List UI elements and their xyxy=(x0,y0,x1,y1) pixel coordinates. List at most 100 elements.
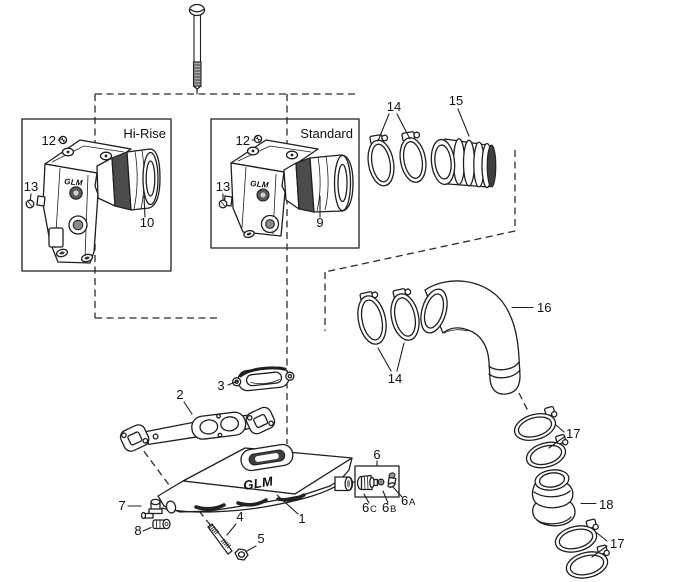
leader-line xyxy=(382,490,389,504)
callout-label: 6 xyxy=(373,447,380,462)
hirise-box-title: Hi-Rise xyxy=(123,126,166,141)
casting-window xyxy=(48,227,64,248)
hose-clamp-17b xyxy=(525,433,569,469)
bolt-tip xyxy=(192,85,202,90)
bolt-head xyxy=(188,3,206,17)
leader-line xyxy=(227,380,239,386)
callout-14-mid: 14 xyxy=(377,342,405,386)
callout-5: 5 xyxy=(246,531,265,552)
brand-logo: GLM xyxy=(250,179,269,190)
drain-fitting-7 xyxy=(140,498,163,520)
leader-line xyxy=(377,342,405,372)
callout-16: 16 xyxy=(511,300,551,315)
plug-8 xyxy=(152,518,171,530)
callout-label: 14 xyxy=(387,99,401,114)
callout-label: 5 xyxy=(257,531,264,546)
callout-label: 8 xyxy=(134,523,141,538)
callout-17-top: 17 xyxy=(548,424,580,449)
dashed-line xyxy=(518,392,529,412)
fitting-kit-6 xyxy=(354,465,400,498)
callout-label: 12 xyxy=(236,133,250,148)
hose-clamp-14a xyxy=(367,134,395,187)
callout-label: 3 xyxy=(217,378,224,393)
callout-label: 18 xyxy=(599,497,613,512)
callout-3: 3 xyxy=(217,378,239,393)
callout-label: 17 xyxy=(610,536,624,551)
leader-line xyxy=(591,532,608,558)
callout-6a: 6 A xyxy=(392,486,416,508)
callout-17-bottom: 17 xyxy=(591,532,624,558)
callout-label: 14 xyxy=(388,371,402,386)
leader-line xyxy=(392,486,403,498)
leader-line xyxy=(183,401,193,415)
callout-label: 9 xyxy=(316,215,323,230)
leader-line xyxy=(143,195,146,218)
hose-clamp-17a xyxy=(513,405,558,441)
callout-sub-label: C xyxy=(370,504,377,515)
thread-hatching xyxy=(193,64,201,84)
callout-label: 12 xyxy=(42,133,56,148)
hose-clamp-17c xyxy=(554,518,599,553)
callout-sub-label: B xyxy=(390,504,396,515)
leader-line xyxy=(29,193,32,201)
leader-line xyxy=(142,526,152,532)
callout-label: 15 xyxy=(449,93,463,108)
leader-line xyxy=(246,545,257,552)
callout-6b: 6 B xyxy=(382,490,396,515)
bellows-hose-18 xyxy=(531,469,576,527)
callout-15: 15 xyxy=(449,93,470,137)
dashed-line xyxy=(198,510,213,528)
callout-label: 17 xyxy=(566,426,580,441)
riser-mount-boss xyxy=(240,443,294,472)
hose-clamp-14c xyxy=(357,291,387,345)
callout-2: 2 xyxy=(176,387,193,415)
nut-5 xyxy=(234,548,249,561)
callout-13-hirise: 13 xyxy=(24,179,38,201)
hirise-elbow-illustration: GLM xyxy=(25,135,161,264)
standard-elbow-illustration: GLM xyxy=(218,134,354,239)
hose-clamp-14b xyxy=(399,131,427,183)
hose-clamp-17d xyxy=(565,544,610,579)
callout-12-standard: 12 xyxy=(236,133,256,148)
leader-line xyxy=(548,424,565,449)
callout-13-standard: 13 xyxy=(216,179,230,201)
exhaust-elbow-16 xyxy=(420,280,521,395)
manifold-bottom-lip xyxy=(161,482,342,513)
bolt-shaft xyxy=(193,11,202,63)
callout-14-top: 14 xyxy=(377,99,411,142)
callout-label: 6 xyxy=(362,500,369,515)
callout-label: 10 xyxy=(140,215,154,230)
leader-line xyxy=(276,494,299,515)
callout-6c: 6 C xyxy=(362,493,377,515)
riser-gasket-3 xyxy=(231,366,295,392)
callout-12-hirise: 12 xyxy=(42,133,61,148)
leader-line xyxy=(457,108,470,137)
manifold-gasket-2 xyxy=(119,406,276,452)
callout-label: 7 xyxy=(118,498,125,513)
hose-clamp-14d xyxy=(390,288,420,341)
callout-10: 10 xyxy=(140,195,154,230)
assembly-alignment-lines xyxy=(94,88,529,528)
exhaust-manifold-illustration: GLM xyxy=(157,443,354,514)
callout-label: 6 xyxy=(401,493,408,508)
callout-label: 16 xyxy=(537,300,551,315)
callout-9: 9 xyxy=(316,195,324,230)
callout-6: 6 xyxy=(373,447,381,467)
leader-line xyxy=(363,493,370,504)
stud-4 xyxy=(207,523,233,555)
callout-label: 4 xyxy=(236,509,243,524)
fitting-6a xyxy=(387,472,397,488)
mounting-bolt-illustration xyxy=(188,3,206,90)
standard-box-title: Standard xyxy=(300,126,353,141)
brand-logo: GLM xyxy=(64,177,83,188)
callout-7: 7 xyxy=(118,498,142,513)
callout-18: 18 xyxy=(580,497,613,512)
callout-label: 13 xyxy=(216,179,230,194)
callout-label: 2 xyxy=(176,387,183,402)
callout-8: 8 xyxy=(134,523,152,538)
callout-4: 4 xyxy=(226,509,244,536)
brand-logo: GLM xyxy=(242,473,275,493)
callout-sub-label: A xyxy=(409,497,416,508)
leader-line xyxy=(226,523,237,536)
